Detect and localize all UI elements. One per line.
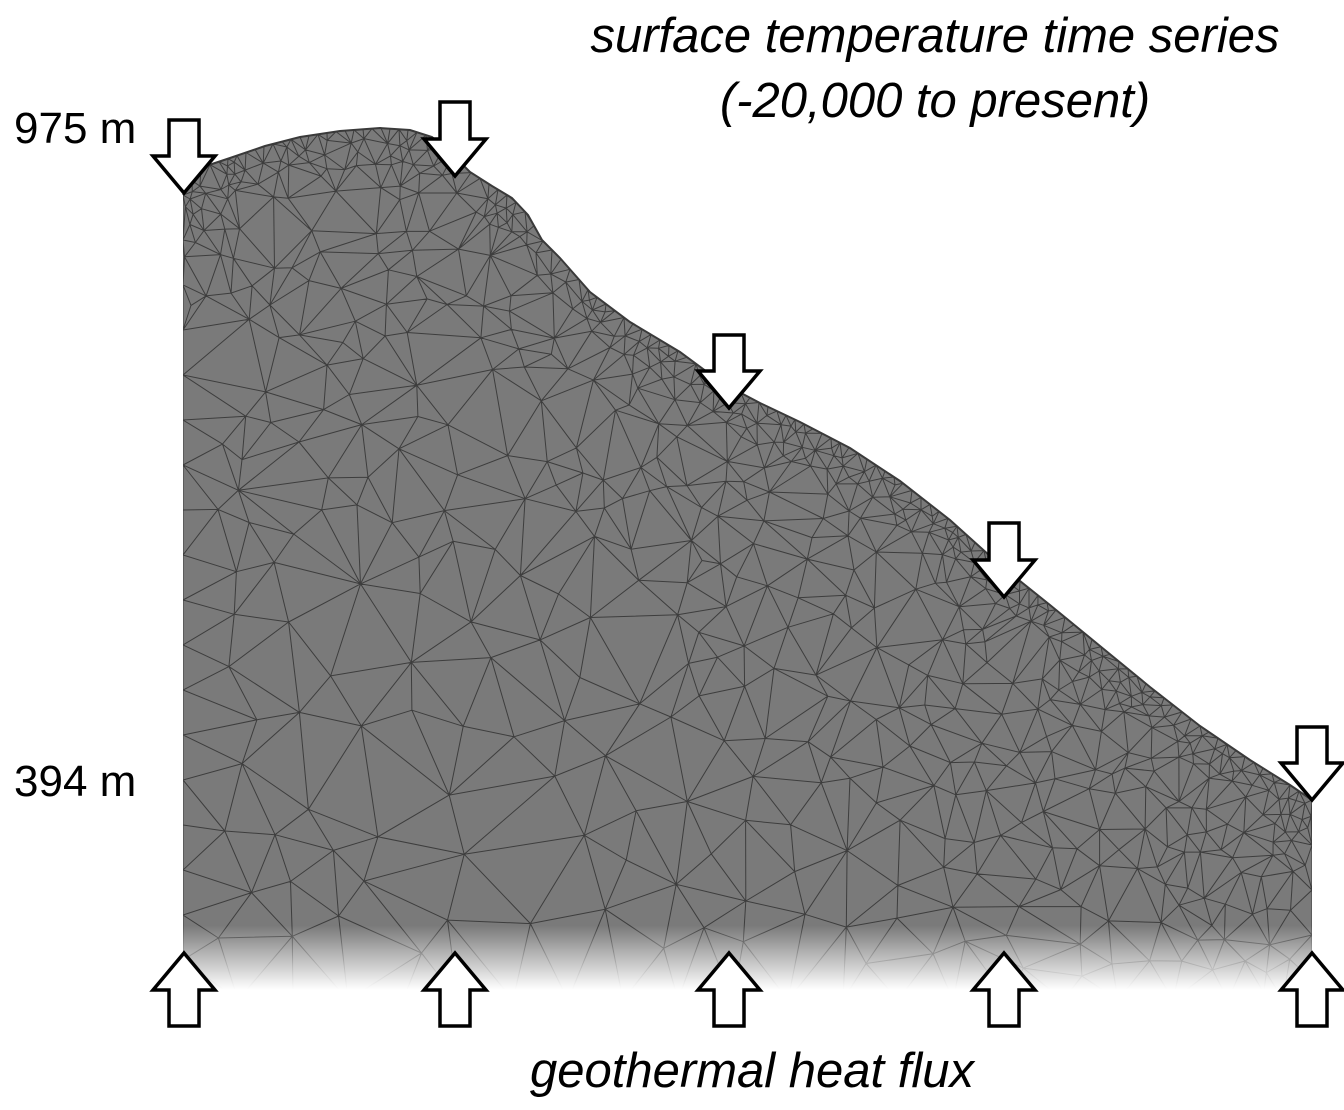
arrow-up-icon (694, 950, 764, 1028)
arrow-down-icon (694, 333, 764, 411)
title-line-2: (-20,000 to present) (720, 74, 1150, 128)
bottom-label: geothermal heat flux (530, 1044, 975, 1098)
arrow-down-icon (149, 118, 219, 196)
arrow-down-icon (1277, 725, 1344, 803)
terrain-domain (183, 128, 1312, 990)
flux-arrows (149, 950, 1344, 1028)
arrow-up-icon (149, 950, 219, 1028)
terrain-surface-line (182, 126, 1313, 801)
arrow-up-icon (420, 950, 490, 1028)
arrow-up-icon (969, 950, 1039, 1028)
title-line-1: surface temperature time series (591, 9, 1280, 63)
surface-arrows (149, 100, 1344, 803)
arrow-down-icon (969, 521, 1039, 600)
elevation-label-bottom: 394 m (14, 757, 136, 806)
elevation-label-top: 975 m (14, 104, 136, 153)
arrow-down-icon (420, 100, 490, 179)
arrow-up-icon (1277, 950, 1344, 1028)
